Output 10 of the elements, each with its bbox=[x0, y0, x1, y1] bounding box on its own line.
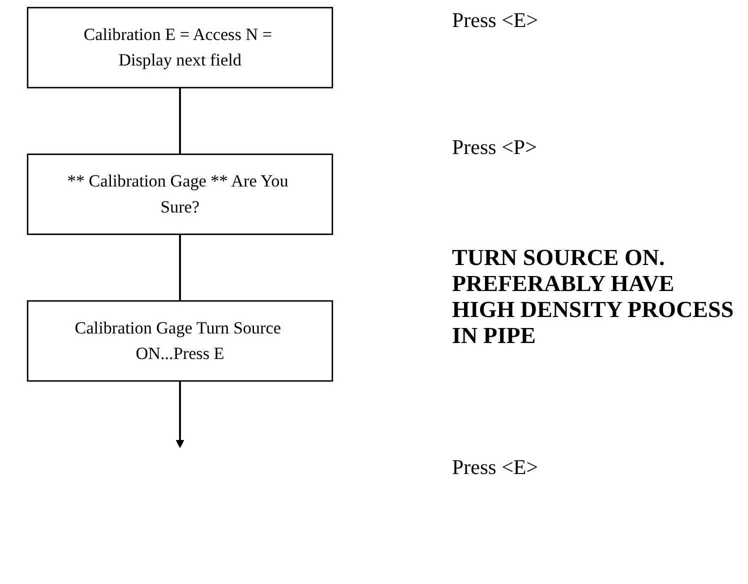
key-instruction: Press <E> bbox=[452, 455, 540, 480]
node-box: Calibration Gage Turn Source ON...Press E bbox=[26, 300, 334, 382]
key-instruction: Press <P> bbox=[452, 135, 538, 160]
connector bbox=[179, 234, 181, 301]
instruction-note: TURN SOURCE ON. PREFERABLY HAVE HIGH DENSITY PROCESS IN PIPE bbox=[452, 245, 735, 349]
node-box: Calibration E = Access N = Display next field bbox=[26, 6, 334, 88]
node-box: ** Calibration Gage ** Are You Sure? bbox=[26, 154, 334, 235]
connector bbox=[179, 88, 181, 154]
arrow bbox=[176, 380, 184, 448]
key-instruction: Press <E> bbox=[452, 8, 540, 33]
